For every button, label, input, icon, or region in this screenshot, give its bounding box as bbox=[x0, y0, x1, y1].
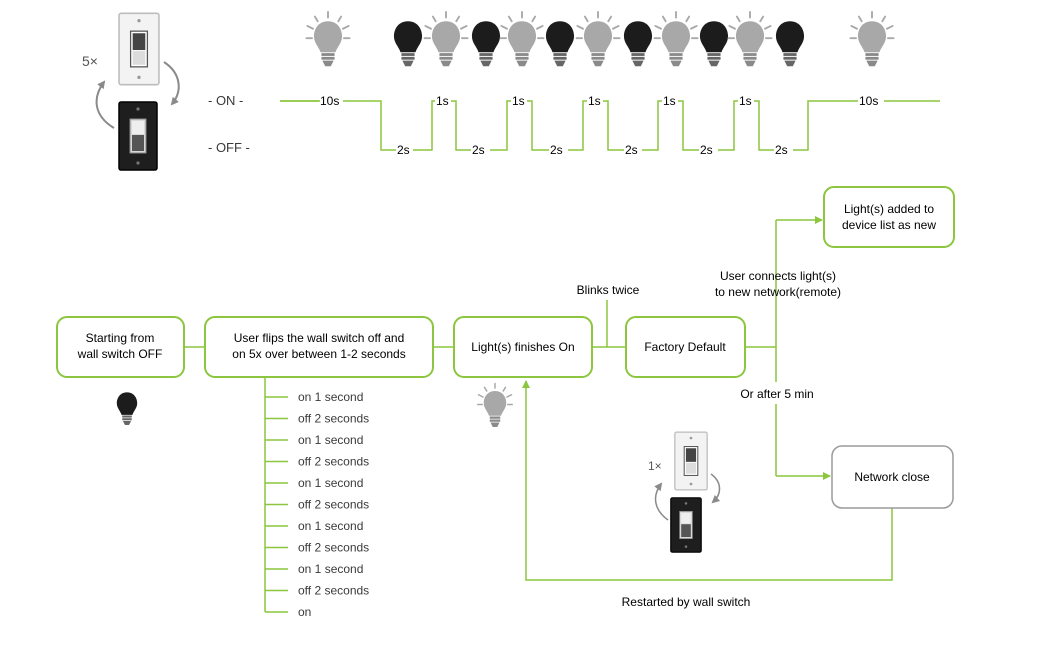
signal-label-off: 2s bbox=[775, 143, 788, 157]
flip-switch-node: User flips the wall switch off and on 5x… bbox=[204, 316, 434, 378]
step-ticks bbox=[265, 396, 288, 613]
cycle-arrow-icon bbox=[710, 473, 721, 504]
restart-switch-cycle: 1× bbox=[648, 431, 721, 553]
wall-switch-off-icon bbox=[670, 497, 702, 553]
signal-label-on: 1s bbox=[588, 94, 601, 108]
signal-label-on: 1s bbox=[512, 94, 525, 108]
step-item: off 2 seconds bbox=[298, 455, 369, 469]
step-item: off 2 seconds bbox=[298, 541, 369, 555]
added-to-list-node: Light(s) added to device list as new bbox=[823, 186, 955, 248]
step-item: on bbox=[298, 605, 311, 619]
bulb-on-icon bbox=[476, 382, 514, 428]
after-5-min-label: Or after 5 min bbox=[740, 387, 813, 401]
bulb-on-icon bbox=[575, 10, 621, 68]
label-backdrop bbox=[730, 382, 824, 404]
start-node: Starting from wall switch OFF bbox=[56, 316, 185, 378]
added-to-list-node-line: Light(s) added to bbox=[844, 202, 934, 216]
signal-label-off: 2s bbox=[550, 143, 563, 157]
start-node-line: Starting from bbox=[86, 331, 155, 345]
step-item: on 1 second bbox=[298, 519, 363, 533]
bulb-off-icon bbox=[699, 21, 729, 67]
repeat-count-label: 5× bbox=[82, 53, 98, 69]
bulb-on-icon bbox=[653, 10, 699, 68]
cycle-arrow-icon bbox=[654, 482, 669, 521]
connect-network-label: to new network(remote) bbox=[715, 285, 841, 299]
signal-label-on-last: 10s bbox=[859, 94, 878, 108]
cycle-arrow-icon bbox=[163, 61, 180, 106]
step-item: on 1 second bbox=[298, 476, 363, 490]
flip-switch-node-line: User flips the wall switch off and bbox=[234, 331, 405, 345]
signal-label-off: 2s bbox=[625, 143, 638, 157]
signal-label-on-first: 10s bbox=[320, 94, 339, 108]
step-item: on 1 second bbox=[298, 562, 363, 576]
bulb-off-icon bbox=[775, 21, 805, 67]
signal-label-on: 1s bbox=[436, 94, 449, 108]
restart-repeat-label: 1× bbox=[648, 459, 662, 473]
factory-default-node-label: Factory Default bbox=[644, 340, 726, 354]
bulb-off-icon bbox=[623, 21, 653, 67]
signal-label-off: 2s bbox=[700, 143, 713, 157]
added-to-list-node-line: device list as new bbox=[842, 218, 936, 232]
state-on-label: - ON - bbox=[208, 93, 243, 108]
bulb-off-icon bbox=[471, 21, 501, 67]
bulb-on-icon bbox=[423, 10, 469, 68]
bulb-off-icon bbox=[545, 21, 575, 67]
bulb-on-icon bbox=[499, 10, 545, 68]
finish-on-node: Light(s) finishes On bbox=[453, 316, 593, 378]
bulb-off-icon bbox=[116, 392, 138, 426]
restart-label: Restarted by wall switch bbox=[622, 595, 751, 609]
bulb-on-icon bbox=[727, 10, 773, 68]
signal-label-off: 2s bbox=[472, 143, 485, 157]
signal-timeline: 10s 1s 1s 1s 1s 1s 2s 2s 2s 2s 2s 2s 10s bbox=[280, 94, 940, 157]
finish-on-node-label: Light(s) finishes On bbox=[471, 340, 574, 354]
wall-switch-off-icon bbox=[118, 101, 158, 171]
cycle-arrow-icon bbox=[95, 80, 115, 129]
state-off-label: - OFF - bbox=[208, 140, 250, 155]
start-node-line: wall switch OFF bbox=[77, 347, 163, 361]
bulb-sequence bbox=[305, 10, 895, 68]
signal-label-on: 1s bbox=[663, 94, 676, 108]
step-item: off 2 seconds bbox=[298, 412, 369, 426]
bulb-on-icon bbox=[849, 10, 895, 68]
step-item: on 1 second bbox=[298, 433, 363, 447]
network-close-node-label: Network close bbox=[854, 470, 930, 484]
step-list: on 1 second off 2 seconds on 1 second off 2… bbox=[298, 390, 369, 619]
factory-default-node: Factory Default bbox=[625, 316, 746, 378]
bulb-on-icon bbox=[305, 10, 351, 68]
step-item: off 2 seconds bbox=[298, 584, 369, 598]
flow-connectors bbox=[184, 216, 893, 612]
network-close-node: Network close bbox=[831, 445, 954, 509]
signal-waveform-path bbox=[280, 100, 940, 151]
step-item: off 2 seconds bbox=[298, 498, 369, 512]
bulb-off-icon bbox=[393, 21, 423, 67]
blinks-twice-label: Blinks twice bbox=[577, 283, 640, 297]
wall-switch-on-icon bbox=[118, 12, 160, 86]
connect-network-label: User connects light(s) bbox=[720, 269, 836, 283]
signal-label-off: 2s bbox=[397, 143, 410, 157]
signal-label-on: 1s bbox=[739, 94, 752, 108]
wall-switch-on-icon bbox=[674, 431, 708, 491]
flip-switch-node-line: on 5x over between 1-2 seconds bbox=[232, 347, 405, 361]
top-switch-cycle: 5× bbox=[82, 12, 180, 171]
step-item: on 1 second bbox=[298, 390, 363, 404]
